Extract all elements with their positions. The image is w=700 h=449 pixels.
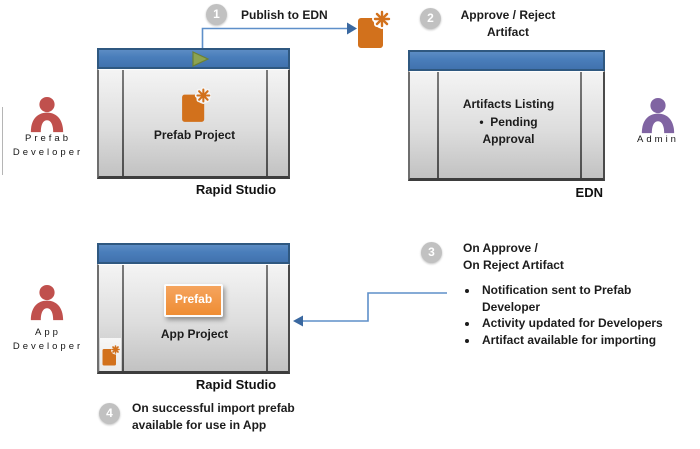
admin-label: Admin (637, 134, 679, 145)
published-artifact-doc-icon (358, 9, 392, 48)
step-2-line2: Artifact (486, 24, 529, 39)
play-icon (192, 51, 210, 67)
window-titlebar (97, 243, 290, 264)
approve-result-connector (293, 292, 447, 327)
app-developer-label-line2: Developer (12, 340, 84, 352)
artifacts-listing-label: Artifacts Listing (462, 97, 555, 111)
step-2-label: Approve / Reject Artifact (449, 7, 567, 40)
step-4-label: On successful import prefab available fo… (132, 400, 295, 433)
step-1-badge: 1 (206, 4, 227, 25)
edn-caption: EDN (575, 185, 603, 200)
edn-content: Artifacts Listing • Pending Approval (437, 96, 580, 149)
app-developer-label-line1: App (35, 327, 61, 338)
window-edn (408, 50, 605, 181)
panel-divider-right (266, 265, 268, 371)
prefab-chip: Prefab (164, 284, 223, 317)
publish-connector (201, 22, 357, 50)
window-titlebar (408, 50, 605, 71)
prefab-project-doc-icon (182, 87, 211, 122)
prefab-developer-label: Prefab Developer (2, 132, 94, 159)
step-4-line1: On successful import prefab (132, 401, 295, 415)
step-1-label: Publish to EDN (241, 8, 328, 22)
panel-divider-left (122, 70, 124, 176)
window-body (97, 264, 290, 374)
prefab-project-label: Prefab Project (153, 128, 236, 142)
panel-divider-right (266, 70, 268, 176)
imported-doc-icon (102, 345, 120, 366)
step-3-label: On Approve / On Reject Artifact (463, 240, 564, 273)
panel-divider-right (580, 72, 582, 178)
pending-bullet-line: • Pending (437, 114, 580, 132)
admin-person-icon (641, 97, 675, 134)
rapid-studio-bottom-caption: Rapid Studio (195, 377, 277, 392)
step-3-line2: On Reject Artifact (463, 257, 564, 272)
app-project-label: App Project (160, 327, 229, 341)
panel-divider-left (122, 265, 124, 371)
step-4-line2: available for use in App (132, 417, 267, 432)
step-2-line1: Approve / Reject (460, 8, 556, 22)
app-developer-label: App Developer (2, 326, 94, 353)
note-item: Artifact available for importing (479, 332, 684, 349)
bullet-glyph: • (479, 114, 484, 129)
step-2-badge: 2 (420, 8, 441, 29)
window-body (97, 69, 290, 179)
pending-label: Pending (490, 114, 538, 129)
step-3-line1: On Approve / (463, 241, 538, 255)
approval-label: Approval (482, 132, 535, 146)
rapid-studio-top-caption: Rapid Studio (195, 182, 277, 197)
prefab-developer-label-line1: Prefab (25, 133, 71, 144)
window-rapid-studio-top (97, 48, 290, 179)
result-notes-list: Notification sent to Prefab Developer Ac… (462, 282, 684, 348)
window-body (408, 71, 605, 181)
note-item: Activity updated for Developers (479, 315, 684, 332)
note-item: Notification sent to Prefab Developer (479, 282, 684, 315)
prefab-developer-person-icon (30, 96, 64, 133)
prefab-developer-label-line2: Developer (12, 146, 84, 158)
app-developer-person-icon (30, 284, 64, 321)
window-rapid-studio-bottom (97, 243, 290, 374)
stray-edge-line (2, 107, 3, 175)
step-4-badge: 4 (99, 403, 120, 424)
step-3-badge: 3 (421, 242, 442, 263)
panel-divider-left (437, 72, 439, 178)
